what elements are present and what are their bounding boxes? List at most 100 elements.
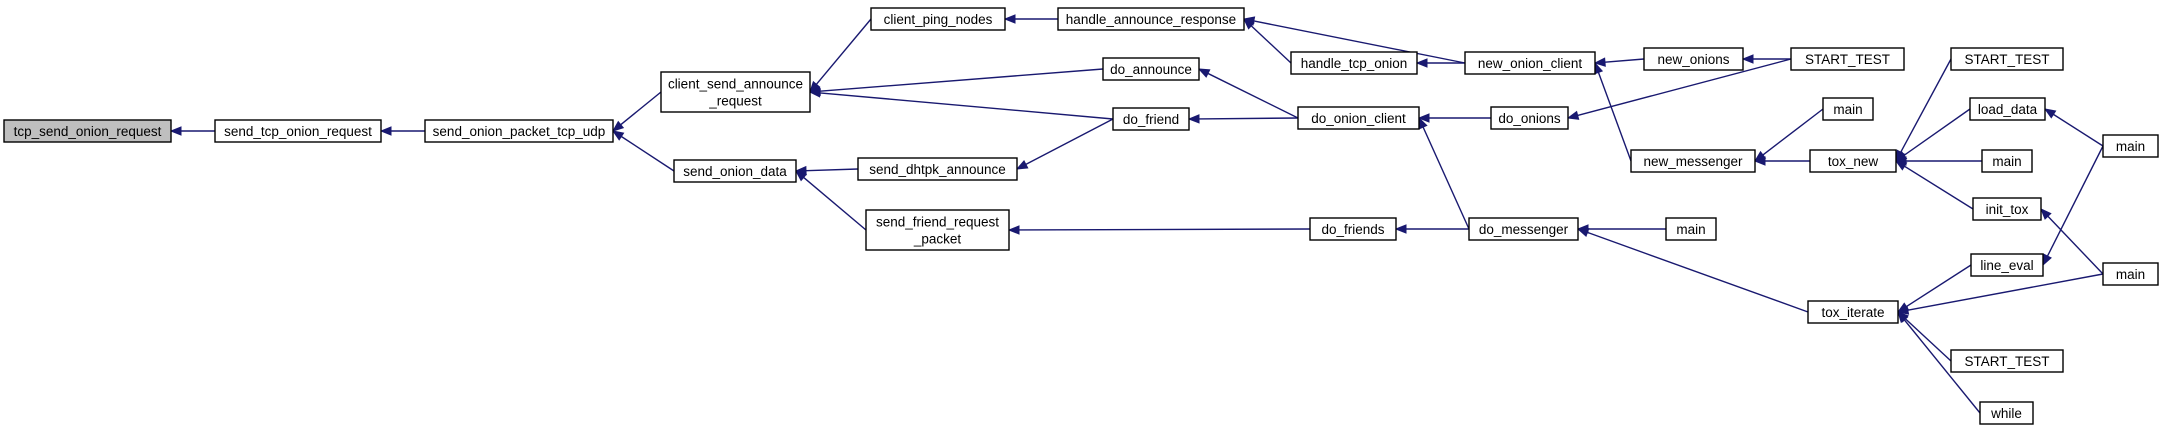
edge-arrowhead bbox=[1007, 225, 1020, 235]
node-do-friends[interactable]: do_friends bbox=[1309, 217, 1397, 241]
edge-line bbox=[1207, 72, 1299, 119]
node-line-eval[interactable]: line_eval bbox=[1970, 253, 2044, 277]
edge-arrowhead bbox=[1197, 68, 1211, 78]
node-box bbox=[1981, 149, 2033, 173]
node-label: main bbox=[2116, 139, 2145, 154]
node-send-dhtpk-announce[interactable]: send_dhtpk_announce bbox=[857, 157, 1018, 181]
edge-main_c-to-tox_new bbox=[1894, 156, 1982, 166]
edges-layer bbox=[169, 14, 2104, 414]
node-label: _request bbox=[708, 94, 762, 109]
node-main-c[interactable]: main bbox=[1981, 149, 2033, 173]
node-box bbox=[1102, 57, 1200, 81]
edge-main_e-to-init_tox bbox=[2040, 208, 2104, 275]
node-main-a[interactable]: main bbox=[1822, 97, 1874, 121]
edge-do_friend-to-send_dhtpk_announce bbox=[1015, 118, 1114, 170]
edge-do_announce-to-client_send_announce_request bbox=[808, 68, 1104, 96]
node-load-data[interactable]: load_data bbox=[1969, 97, 2046, 121]
edge-handle_announce_response-to-client_ping_nodes bbox=[1003, 14, 1058, 24]
node-while[interactable]: while bbox=[1979, 401, 2034, 425]
edge-send_friend_request_packet-to-send_onion_data bbox=[794, 170, 867, 231]
node-box bbox=[1297, 106, 1420, 130]
node-label: START_TEST bbox=[1964, 52, 2049, 67]
node-tox-iterate[interactable]: tox_iterate bbox=[1807, 300, 1899, 324]
node-box bbox=[870, 7, 1006, 31]
node-start-test-c[interactable]: START_TEST bbox=[1950, 349, 2064, 373]
edge-line bbox=[1597, 72, 1632, 162]
node-box bbox=[1290, 51, 1418, 75]
edge-arrowhead bbox=[1415, 58, 1428, 68]
edge-arrowhead bbox=[808, 88, 821, 98]
edge-line bbox=[1587, 231, 1809, 313]
node-tcp-send-onion-request[interactable]: tcp_send_onion_request bbox=[3, 119, 172, 143]
node-box bbox=[857, 157, 1018, 181]
edge-line bbox=[1604, 58, 1645, 63]
node-box bbox=[1979, 401, 2034, 425]
edge-new_onion_client-to-handle_announce_response bbox=[1242, 16, 1466, 64]
edge-send_onion_packet_tcp_udp-to-send_tcp_onion_request bbox=[379, 126, 425, 136]
node-box bbox=[1468, 217, 1579, 241]
edge-main_e-to-tox_iterate bbox=[1896, 273, 2104, 315]
node-main-d[interactable]: main bbox=[2102, 134, 2159, 158]
edge-arrowhead bbox=[1894, 160, 1908, 171]
node-box bbox=[1490, 106, 1569, 130]
nodes-layer: tcp_send_onion_request send_tcp_onion_req… bbox=[3, 7, 2159, 425]
node-do-onion-client[interactable]: do_onion_client bbox=[1297, 106, 1420, 130]
node-label: client_ping_nodes bbox=[884, 12, 993, 27]
node-send-onion-data[interactable]: send_onion_data bbox=[673, 159, 797, 183]
node-tox-new[interactable]: tox_new bbox=[1809, 149, 1897, 173]
node-client-send-announce-request[interactable]: client_send_announce_request bbox=[660, 71, 811, 113]
node-new-onions[interactable]: new_onions bbox=[1643, 47, 1744, 71]
edge-send_onion_data-to-send_onion_packet_tcp_udp bbox=[611, 130, 675, 172]
edge-line bbox=[815, 18, 872, 85]
node-label: handle_announce_response bbox=[1066, 12, 1236, 27]
node-send-onion-packet-tcp-udp[interactable]: send_onion_packet_tcp_udp bbox=[424, 119, 614, 143]
edge-arrowhead bbox=[2042, 253, 2052, 267]
edge-new_onions-to-new_onion_client bbox=[1593, 57, 1645, 67]
edge-arrowhead bbox=[1753, 156, 1766, 166]
edge-main_b-to-do_messenger bbox=[1576, 224, 1666, 234]
node-new-messenger[interactable]: new_messenger bbox=[1630, 149, 1756, 173]
edge-line bbox=[1907, 273, 2104, 311]
node-handle-announce-response[interactable]: handle_announce_response bbox=[1057, 7, 1245, 31]
node-start-test-b[interactable]: START_TEST bbox=[1950, 47, 2064, 71]
node-box bbox=[214, 119, 382, 143]
node-do-friend[interactable]: do_friend bbox=[1112, 107, 1190, 131]
edge-init_tox-to-tox_new bbox=[1894, 160, 1974, 210]
edge-arrowhead bbox=[1897, 310, 1909, 324]
node-do-onions[interactable]: do_onions bbox=[1490, 106, 1569, 130]
edge-arrowhead bbox=[379, 126, 392, 136]
node-box bbox=[1112, 107, 1190, 131]
node-label: START_TEST bbox=[1964, 354, 2049, 369]
node-init-tox[interactable]: init_tox bbox=[1972, 197, 2042, 221]
edge-arrowhead bbox=[1566, 110, 1580, 120]
edge-new_onion_client-to-handle_tcp_onion bbox=[1415, 58, 1465, 68]
node-label: new_messenger bbox=[1643, 154, 1743, 169]
edge-line bbox=[620, 135, 675, 172]
node-label: do_messenger bbox=[1479, 222, 1569, 237]
node-main-e[interactable]: main bbox=[2102, 262, 2159, 286]
edge-arrowhead bbox=[1576, 228, 1590, 238]
edge-line bbox=[1198, 117, 1299, 120]
node-main-b[interactable]: main bbox=[1665, 217, 1717, 241]
edge-arrowhead bbox=[1593, 57, 1606, 67]
node-box bbox=[1822, 97, 1874, 121]
node-label: tox_iterate bbox=[1821, 305, 1884, 320]
edge-tox_iterate-to-do_messenger bbox=[1576, 228, 1809, 313]
node-label: send_onion_packet_tcp_udp bbox=[433, 124, 606, 139]
edge-line bbox=[2047, 215, 2104, 275]
node-start-test-a[interactable]: START_TEST bbox=[1790, 47, 1905, 71]
node-send-tcp-onion-request[interactable]: send_tcp_onion_request bbox=[214, 119, 382, 143]
node-label: main bbox=[1676, 222, 1705, 237]
node-new-onion-client[interactable]: new_onion_client bbox=[1464, 51, 1596, 75]
node-client-ping-nodes[interactable]: client_ping_nodes bbox=[870, 7, 1006, 31]
node-box bbox=[1809, 149, 1897, 173]
edge-main_d-to-load_data bbox=[2043, 108, 2104, 147]
node-send-friend-request-packet[interactable]: send_friend_request_packet bbox=[865, 209, 1010, 251]
node-label: _packet bbox=[913, 232, 962, 247]
node-do-messenger[interactable]: do_messenger bbox=[1468, 217, 1579, 241]
node-box bbox=[1665, 217, 1717, 241]
edge-client_send_announce_request-to-send_onion_packet_tcp_udp bbox=[611, 91, 662, 132]
node-box bbox=[1790, 47, 1905, 71]
node-handle-tcp-onion[interactable]: handle_tcp_onion bbox=[1290, 51, 1418, 75]
node-do-announce[interactable]: do_announce bbox=[1102, 57, 1200, 81]
